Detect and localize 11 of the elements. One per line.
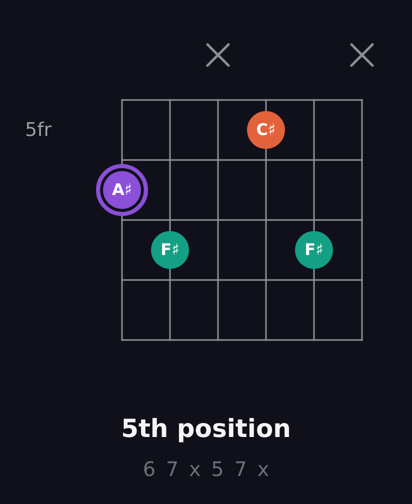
note-name: F♯ xyxy=(304,242,324,258)
note-name: C♯ xyxy=(256,122,276,138)
fret-number: 5fr xyxy=(25,121,52,140)
note-name: F♯ xyxy=(160,242,180,258)
position-title: 5th position xyxy=(121,416,291,441)
note-dot xyxy=(247,111,285,149)
root-note-dot xyxy=(96,164,148,216)
note-dot xyxy=(295,231,333,269)
note-name: A♯ xyxy=(112,182,132,198)
fret-fingering: 6 7 x 5 7 x xyxy=(142,459,272,479)
note-dot xyxy=(151,231,189,269)
